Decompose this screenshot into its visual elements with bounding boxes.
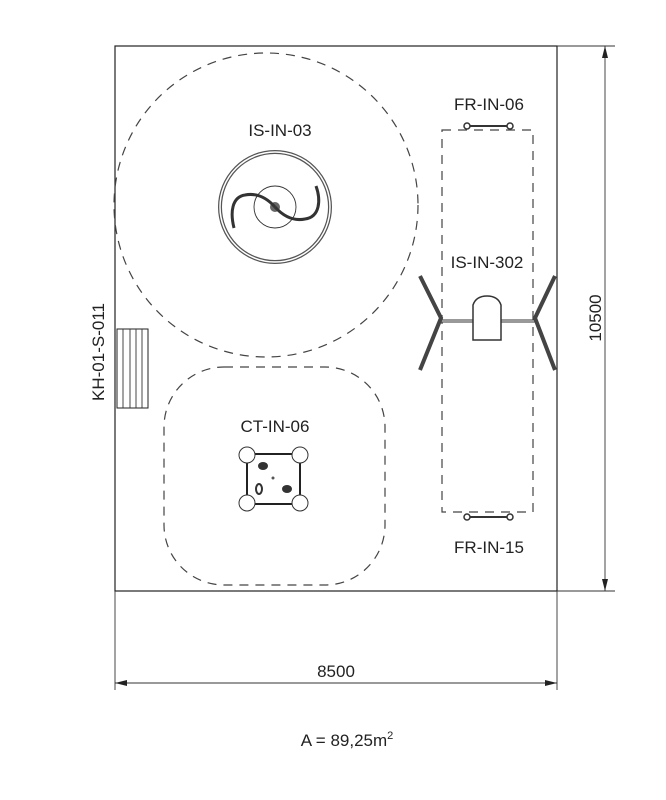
width-dimension: 8500 <box>114 591 558 690</box>
carousel-icon <box>218 150 332 264</box>
area-value: A = 89,25m <box>301 731 387 750</box>
bench-icon <box>116 328 149 409</box>
climber-safety-zone <box>163 366 386 586</box>
bench-label: KH-01-S-011 <box>89 303 108 401</box>
spring-bottom-icon <box>463 513 514 521</box>
spring-bottom-label: FR-IN-15 <box>454 538 524 557</box>
swing-icon <box>418 275 557 371</box>
spring-top-label: FR-IN-06 <box>454 95 524 114</box>
spring-top-icon <box>463 122 514 130</box>
plan-boundary <box>114 45 558 592</box>
height-label: 10500 <box>586 294 605 341</box>
swing-label: IS-IN-302 <box>451 253 524 272</box>
climber-label: CT-IN-06 <box>241 417 310 436</box>
carousel-label: IS-IN-03 <box>248 121 311 140</box>
carousel-safety-zone <box>113 52 419 358</box>
height-dimension: 10500 <box>557 45 615 592</box>
area-label: A = 89,25m2 <box>301 730 394 750</box>
climber-icon <box>238 446 309 512</box>
width-label: 8500 <box>317 662 355 681</box>
area-superscript: 2 <box>387 730 393 742</box>
